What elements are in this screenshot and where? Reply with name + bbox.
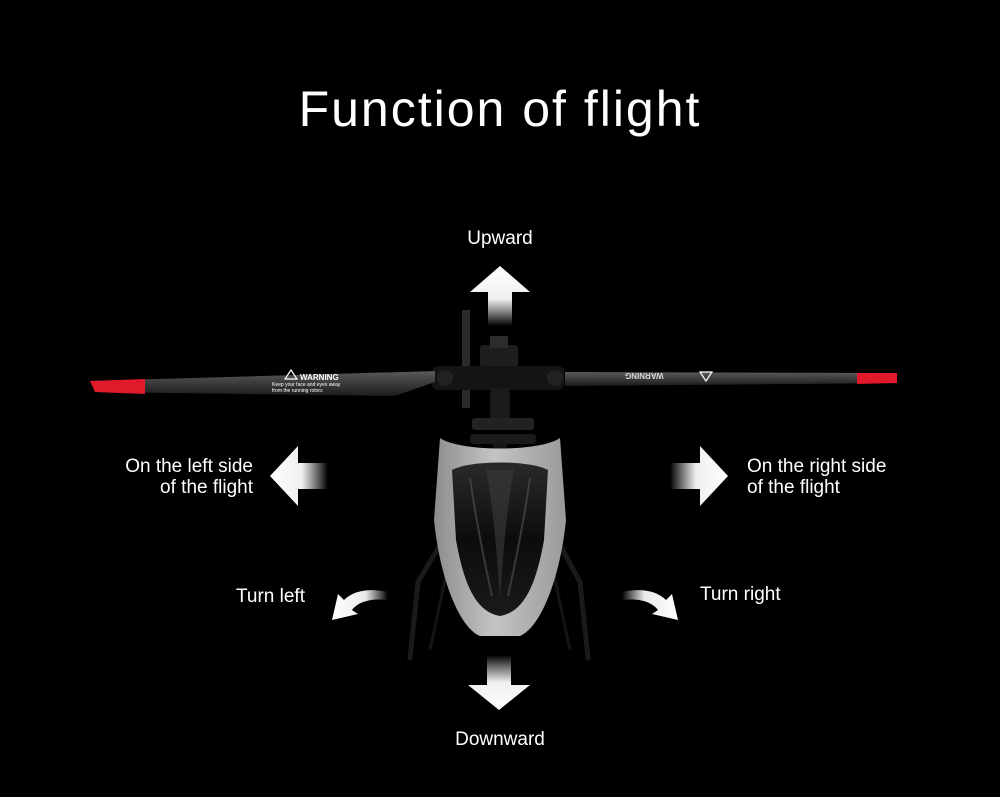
label-right-side-line-1: On the right side — [747, 456, 887, 477]
landing-skids — [407, 542, 591, 661]
label-downward: Downward — [455, 729, 545, 750]
rotor-blade-left: WARNING Keep your face and eyes away fro… — [90, 368, 435, 396]
curved-arrow-right-icon — [622, 590, 678, 620]
arrow-left-icon — [270, 446, 328, 506]
page-title: Function of flight — [298, 81, 702, 137]
label-left-side-line-1: On the left side — [125, 456, 253, 477]
rotor-head — [432, 310, 564, 457]
rotor-blade-right: WARNING — [565, 371, 897, 386]
blade-warning-mirrored: WARNING — [625, 371, 664, 380]
blade-warning-line-1: Keep your face and eyes away — [272, 382, 341, 388]
arrow-up-icon — [470, 266, 530, 326]
curved-arrow-left-icon — [332, 590, 388, 620]
blade-warning-text: WARNING — [300, 373, 339, 382]
label-left-side-line-2: of the flight — [160, 477, 253, 498]
label-right-side-line-2: of the flight — [747, 477, 840, 498]
label-turn-left: Turn left — [236, 586, 305, 607]
label-upward: Upward — [467, 228, 533, 249]
label-right-side: On the right side of the flight — [747, 456, 967, 498]
label-left-side: On the left side of the flight — [60, 456, 253, 498]
blade-warning-line-2: from the running rotors — [272, 388, 323, 394]
helicopter-body — [434, 438, 566, 636]
label-turn-right: Turn right — [700, 584, 781, 605]
arrow-down-icon — [468, 655, 530, 710]
arrow-right-icon — [670, 446, 728, 506]
